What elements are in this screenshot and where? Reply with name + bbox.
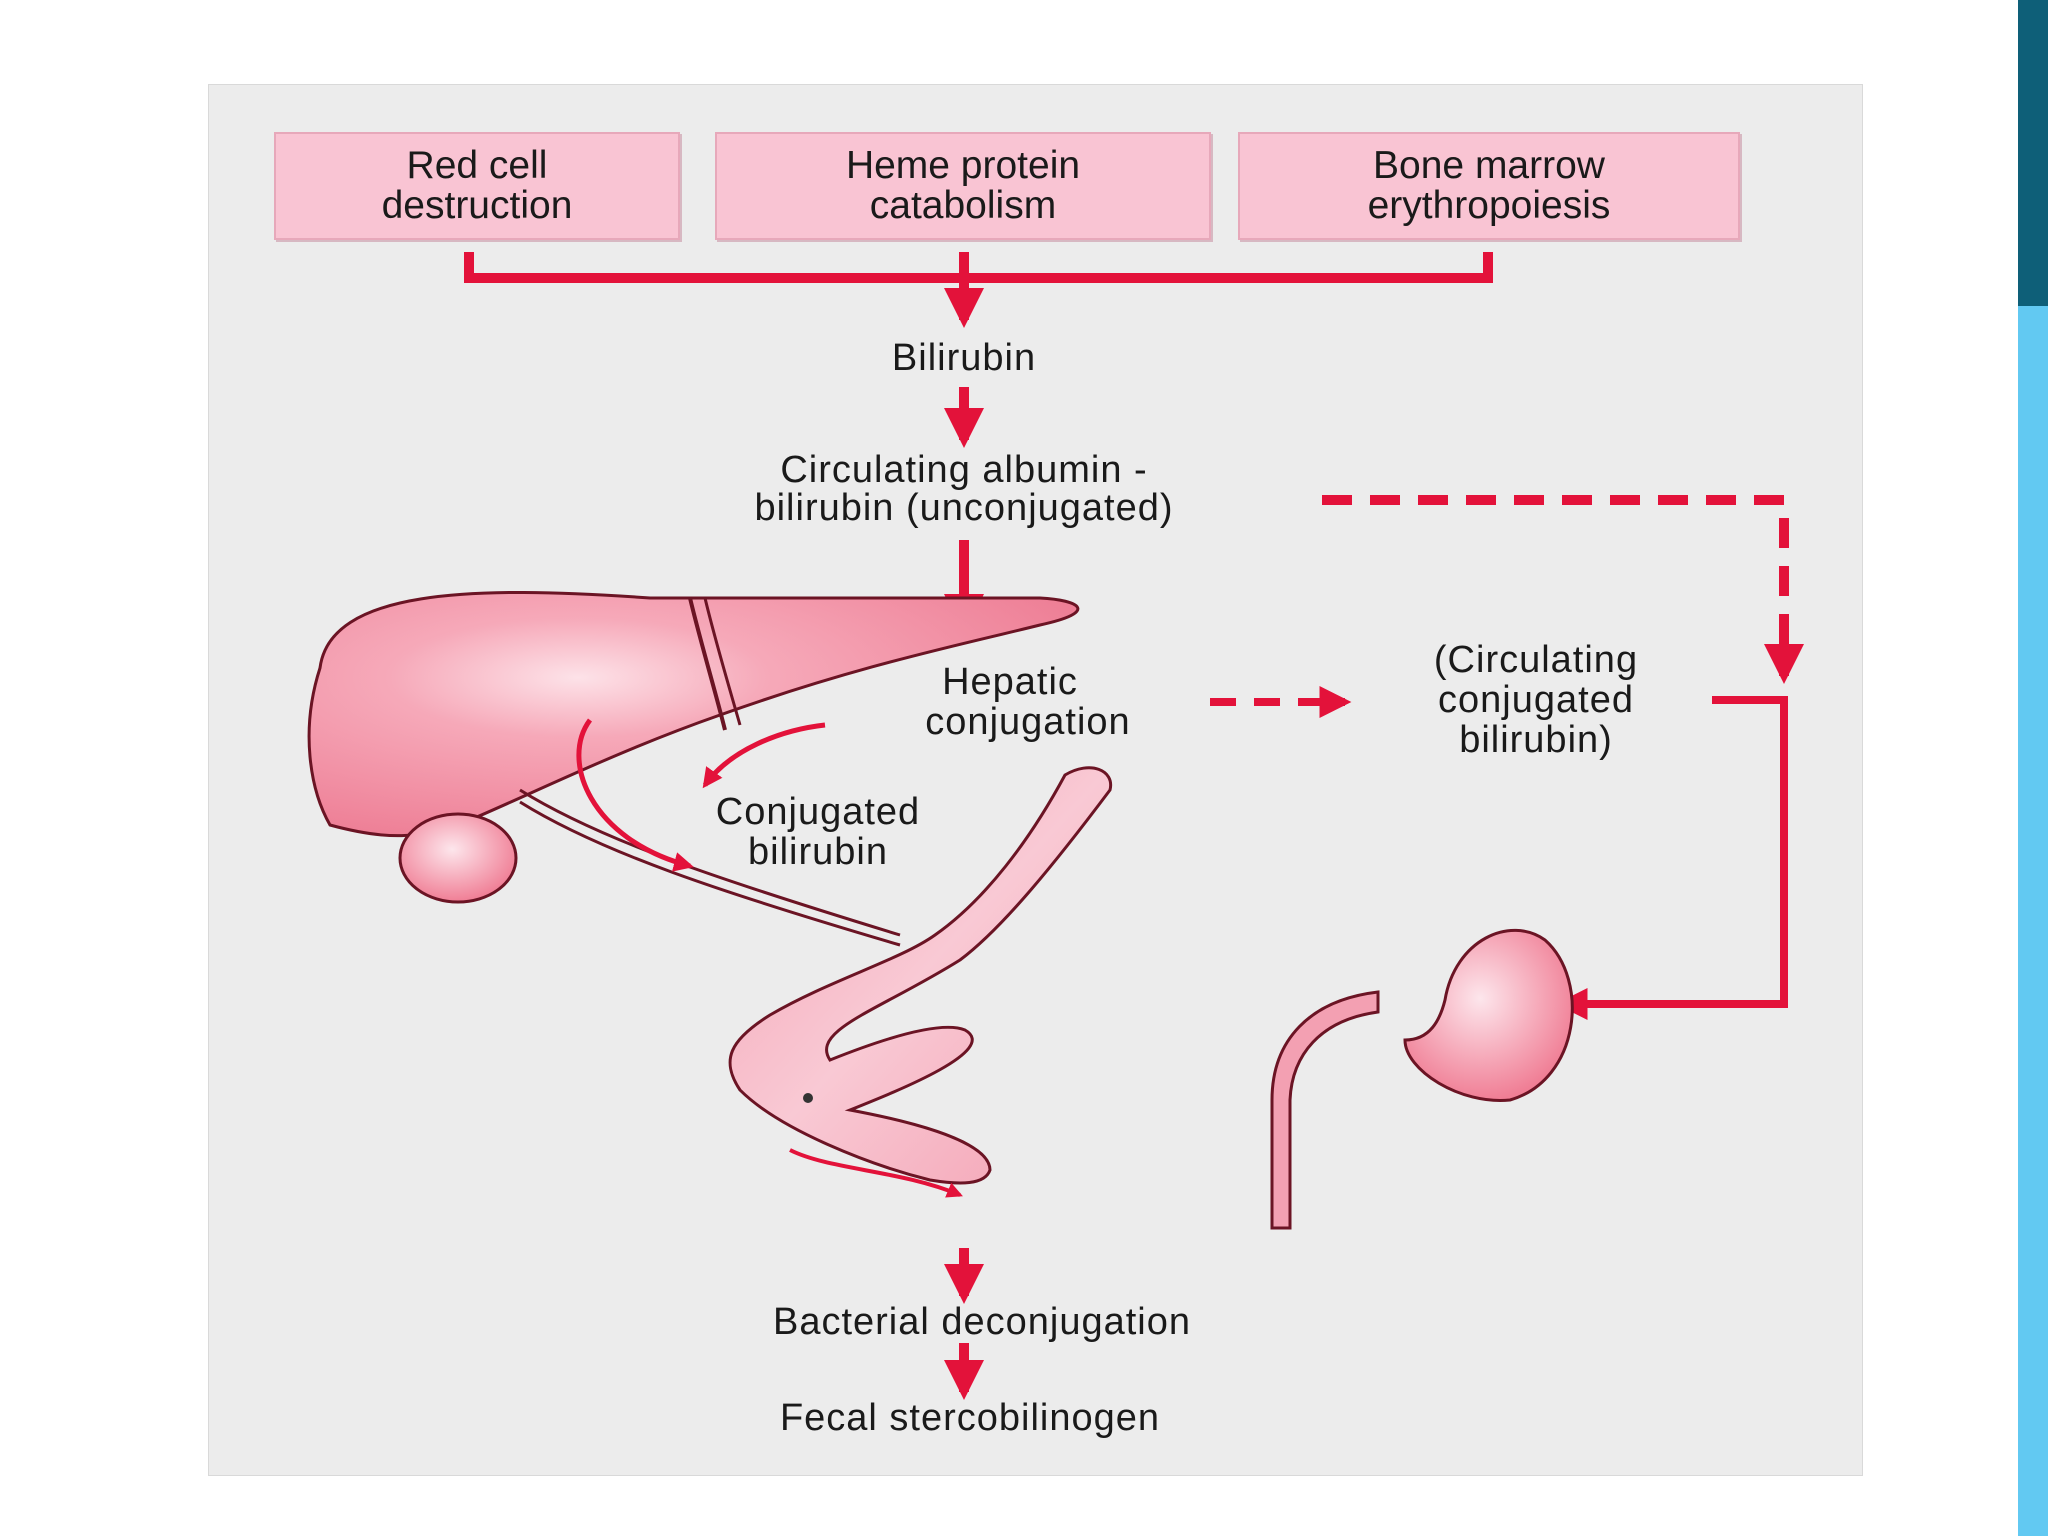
kidney-illustration — [1270, 928, 1574, 1230]
label-bilirubin: Bilirubin — [892, 337, 1036, 379]
slide-edge-light — [2018, 306, 2048, 1536]
arrow-conjugated-to-gut — [576, 718, 694, 872]
label-hepatic-line1: Hepatic — [942, 661, 1078, 703]
label-circulating-conjugated-line1: (Circulating — [1434, 639, 1638, 681]
arrow-to-kidney — [1555, 696, 1788, 1020]
label-hepatic-line2: conjugation — [925, 701, 1130, 743]
source-heme-protein-catabolism: Heme protein catabolism — [715, 132, 1211, 240]
arrow-hepatic-to-conjugated — [702, 722, 826, 789]
label-circulating-line1: Circulating albumin - — [780, 449, 1147, 491]
label-circulating-line2: bilirubin (unconjugated) — [754, 487, 1173, 529]
label-conjugated-line2: bilirubin — [748, 831, 888, 873]
dashed-arrow-unconjugated — [1322, 495, 1804, 684]
label-fecal-stercobilinogen: Fecal stercobilinogen — [780, 1397, 1160, 1439]
source-connector — [464, 252, 1493, 328]
label-circulating-conjugated-line3: bilirubin) — [1459, 719, 1613, 761]
label-conjugated-line1: Conjugated — [716, 791, 920, 833]
liver-illustration — [307, 590, 1080, 947]
label-bacterial-deconjugation: Bacterial deconjugation — [773, 1301, 1191, 1343]
source-bone-marrow-erythropoiesis: Bone marrow erythropoiesis — [1238, 132, 1740, 240]
source-red-cell-destruction: Red cell destruction — [274, 132, 680, 240]
intestine-illustration — [728, 766, 1113, 1198]
label-circulating-conjugated-line2: conjugated — [1438, 679, 1634, 721]
slide-edge-dark — [2018, 0, 2048, 306]
